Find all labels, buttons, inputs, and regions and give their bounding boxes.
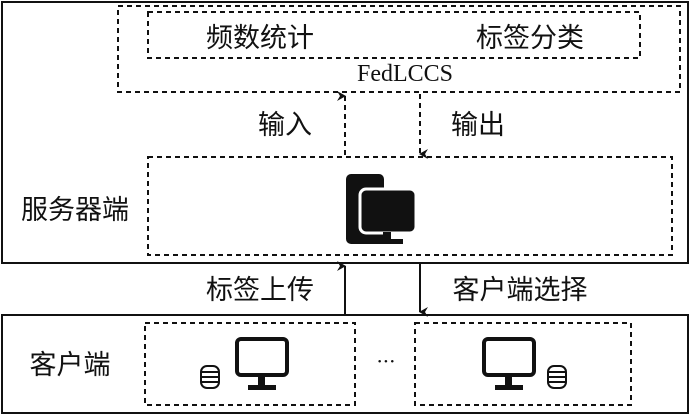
client-region — [1, 314, 689, 414]
fedlccs-modules-box — [147, 11, 641, 59]
output-label: 输出 — [451, 110, 505, 141]
module-frequency-statistics: 频数统计 — [206, 23, 314, 54]
client-n-database-icon — [547, 365, 567, 389]
label-upload-label: 标签上传 — [206, 275, 314, 306]
client-1-database-icon — [200, 365, 220, 389]
client-box-n — [414, 322, 632, 406]
server-computer-icon — [346, 174, 418, 244]
server-box — [147, 156, 673, 256]
client-1-computer-icon — [235, 337, 289, 390]
ellipsis: ··· — [376, 349, 395, 373]
client-selection-label: 客户端选择 — [453, 275, 588, 306]
server-label: 服务器端 — [21, 195, 129, 226]
fedlccs-box — [117, 5, 681, 93]
client-n-computer-icon — [482, 337, 536, 390]
client-box-1 — [144, 322, 356, 406]
input-label: 输入 — [258, 110, 312, 141]
module-label-classification: 标签分类 — [476, 23, 584, 54]
client-label: 客户端 — [30, 350, 111, 381]
fedlccs-title: FedLCCS — [357, 61, 453, 87]
